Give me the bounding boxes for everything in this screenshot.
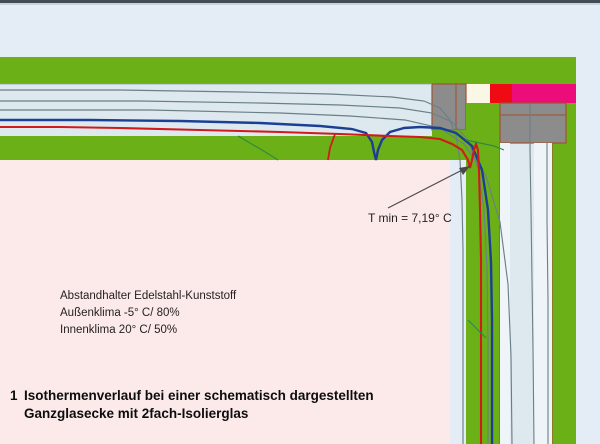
isotherm-gray-2: [0, 100, 489, 444]
tmin-leader-arrow: [387, 165, 471, 209]
glass-right-outer-green-band: [552, 103, 576, 444]
isotherm-gray-1: [0, 89, 464, 444]
caption-line-2: Ganzglasecke mit 2fach-Isolierglas: [24, 406, 248, 421]
isotherm-gray-3: [0, 109, 513, 444]
glass-top-outer-green-band: [0, 57, 576, 84]
isotherm-green-vertical: [467, 319, 487, 339]
vertical-spacer-block: [499, 102, 567, 144]
isotherm-gray-4: [529, 103, 535, 444]
top-rule-highlight: [0, 3, 600, 5]
glass-top-inner-green-band: [0, 136, 452, 160]
isotherm-red-spur: [327, 133, 336, 161]
isotherm-green-corner: [465, 139, 505, 151]
indoor-region: [0, 160, 450, 444]
isotherm-gray-5: [546, 143, 549, 444]
indoor-climate-label: Innenklima 20° C/ 50%: [60, 324, 177, 336]
vertical-glass-layer-b: [534, 143, 552, 444]
isotherm-green-horizontal: [237, 135, 279, 161]
isotherm-red: [0, 125, 483, 444]
top-rule: [0, 0, 600, 3]
spacer-label: Abstandhalter Edelstahl-Kunststoff: [60, 290, 237, 302]
outdoor-climate-label: Außenklima -5° C/ 80%: [60, 307, 180, 319]
caption-number: 1: [10, 388, 18, 403]
vertical-glass-layer-a: [500, 143, 510, 444]
sealant-strip-top-red-accent: [490, 84, 512, 103]
caption-line-1: Isothermenverlauf bei einer schematisch …: [24, 388, 374, 403]
tmin-label: T min = 7,19° C: [368, 211, 452, 225]
